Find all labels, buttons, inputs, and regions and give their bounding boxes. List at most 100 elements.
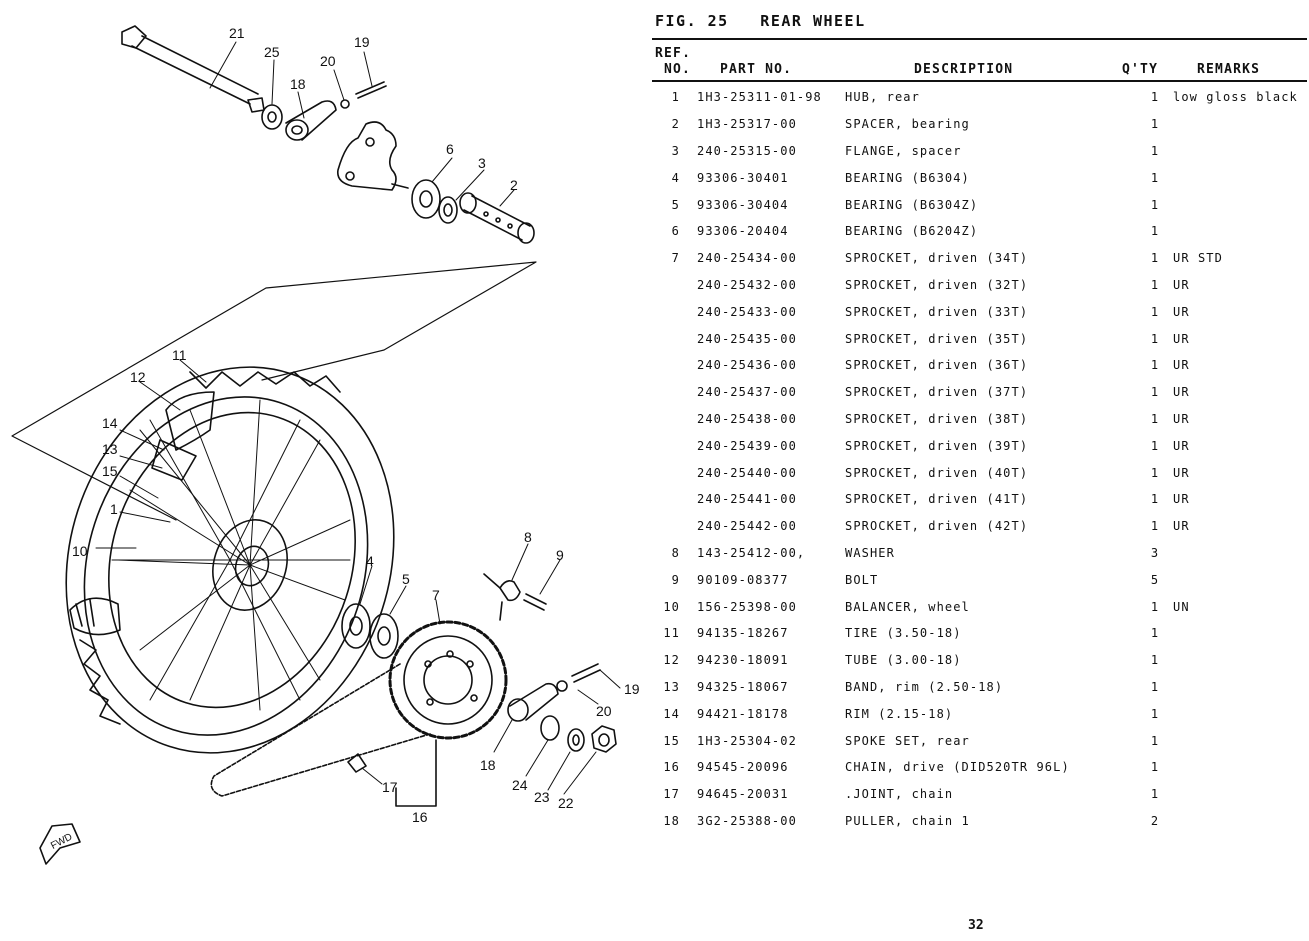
remarks-cell: [1167, 111, 1298, 138]
washer-bolt-drawing: [483, 573, 547, 621]
ref-cell: 4: [671, 170, 680, 185]
callout: 24: [512, 777, 528, 793]
callout: 15: [102, 463, 118, 479]
sprocket-drawing: [388, 620, 508, 740]
callout: 12: [130, 369, 146, 385]
callout: 2: [510, 177, 518, 193]
description-cell: TIRE (3.50-18): [845, 626, 962, 641]
ref-cell: 14: [663, 706, 680, 721]
description-cell: TUBE (3.00-18): [845, 653, 962, 668]
part-no-cell: 240-25440-00: [697, 465, 797, 480]
hub-bearings-drawing: [341, 603, 399, 659]
remarks-cell: UR: [1173, 304, 1190, 319]
ref-cell: [652, 325, 697, 352]
description-cell: BEARING (B6304Z): [845, 197, 979, 212]
remarks-cell: UR: [1173, 438, 1190, 453]
remarks-cell: UR: [1173, 465, 1190, 480]
title-rule: [652, 38, 1307, 40]
description-cell: SPROCKET, driven (34T): [845, 251, 1029, 266]
callout: 19: [354, 34, 370, 50]
part-no-cell: 94135-18267: [697, 626, 789, 641]
qty-cell: 1: [1150, 519, 1160, 534]
ref-cell: 13: [663, 679, 680, 694]
remarks-cell: low gloss black: [1173, 90, 1298, 105]
part-no-cell: 93306-30404: [697, 197, 789, 212]
description-cell: BOLT: [845, 572, 879, 587]
ref-cell: 1: [671, 90, 680, 105]
part-no-cell: 143-25412-00,: [697, 545, 806, 560]
remarks-cell: [1167, 647, 1298, 674]
ref-cell: 12: [663, 653, 680, 668]
part-no-cell: 90109-08377: [697, 572, 789, 587]
description-cell: SPACER, bearing: [845, 117, 970, 132]
description-cell: SPROCKET, driven (37T): [845, 385, 1029, 400]
part-no-cell: 94545-20096: [697, 760, 789, 775]
description-cell: SPROCKET, driven (39T): [845, 438, 1029, 453]
explode-outline: [11, 261, 537, 521]
ref-cell: [652, 352, 697, 379]
qty-cell: 1: [1150, 599, 1160, 614]
qty-cell: 1: [1150, 706, 1160, 721]
header-remarks: REMARKS: [1197, 62, 1261, 77]
ref-cell: 3: [671, 143, 680, 158]
ref-cell: 16: [663, 760, 680, 775]
callout: 14: [102, 415, 118, 431]
remarks-cell: [1167, 138, 1298, 165]
part-no-cell: 240-25433-00: [697, 304, 797, 319]
part-no-cell: 1H3-25304-02: [697, 733, 797, 748]
qty-cell: 1: [1150, 465, 1160, 480]
description-cell: CHAIN, drive (DID520TR 96L): [845, 760, 1070, 775]
description-cell: SPROCKET, driven (35T): [845, 331, 1029, 346]
header-part-no: PART NO.: [720, 62, 793, 77]
qty-cell: 1: [1150, 760, 1160, 775]
description-cell: SPROCKET, driven (33T): [845, 304, 1029, 319]
remarks-cell: UR STD: [1173, 251, 1223, 266]
ref-cell: 5: [671, 197, 680, 212]
axle-drawing: [121, 25, 265, 113]
collar-washer-nut-drawing: [540, 715, 617, 753]
lower-puller-drawing: [507, 663, 601, 722]
ref-cell: [652, 486, 697, 513]
ref-cell: 8: [671, 545, 680, 560]
description-cell: BEARING (B6204Z): [845, 224, 979, 239]
remarks-cell: [1167, 781, 1298, 808]
ref-cell: [652, 298, 697, 325]
description-cell: SPROCKET, driven (32T): [845, 277, 1029, 292]
part-no-cell: 240-25439-00: [697, 438, 797, 453]
header-qty: Q'TY: [1122, 62, 1159, 77]
description-cell: WASHER: [845, 545, 895, 560]
callout: 8: [524, 529, 532, 545]
part-no-cell: 240-25435-00: [697, 331, 797, 346]
description-cell: SPROCKET, driven (42T): [845, 519, 1029, 534]
description-cell: RIM (2.15-18): [845, 706, 954, 721]
description-cell: BEARING (B6304): [845, 170, 970, 185]
ref-cell: 15: [663, 733, 680, 748]
fwd-label: FWD: [49, 832, 74, 852]
wheel-drawing: [65, 366, 395, 754]
description-cell: .JOINT, chain: [845, 787, 954, 802]
qty-cell: 1: [1150, 277, 1160, 292]
description-cell: FLANGE, spacer: [845, 143, 962, 158]
callout: 3: [478, 155, 486, 171]
remarks-cell: UR: [1173, 492, 1190, 507]
part-no-cell: 240-25438-00: [697, 411, 797, 426]
ref-cell: 2: [671, 117, 680, 132]
qty-cell: 5: [1150, 572, 1160, 587]
remarks-cell: [1167, 566, 1298, 593]
qty-cell: 1: [1150, 331, 1160, 346]
remarks-cell: [1167, 808, 1298, 835]
callout: 5: [402, 571, 410, 587]
